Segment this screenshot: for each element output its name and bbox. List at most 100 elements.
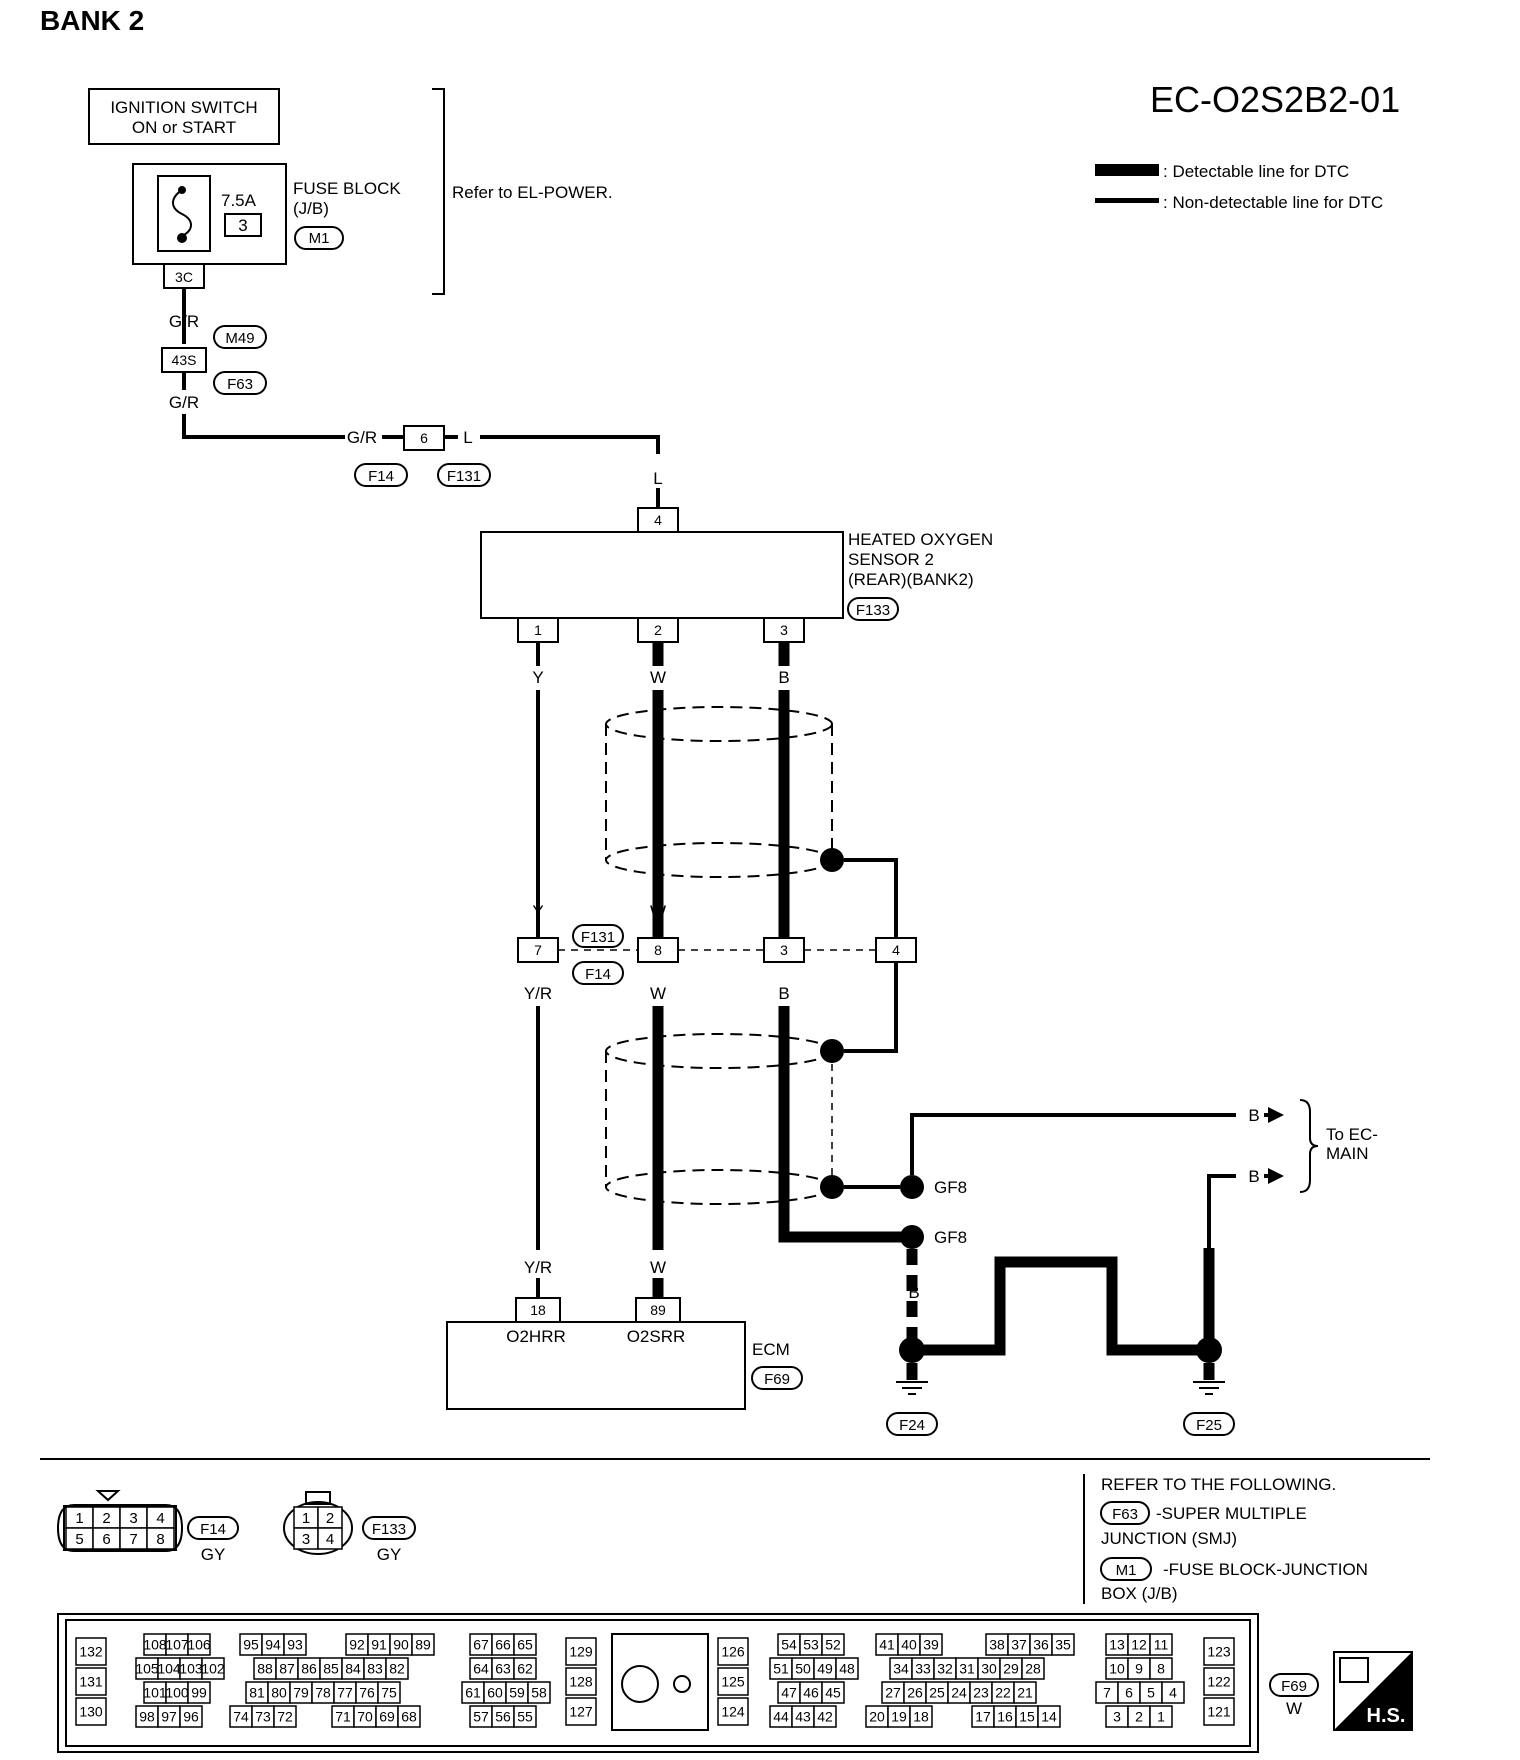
ecm-conn-pin-1-cell — [1149, 1705, 1173, 1728]
ecm-conn-pin-84: 84 — [345, 1661, 361, 1677]
ground-gf8-upper: GF8 — [934, 1178, 967, 1197]
connector-tag-f131-mid — [572, 924, 624, 948]
wire-b-to-ec-main-lower — [1207, 1174, 1236, 1248]
fuse-top-terminal — [178, 186, 186, 194]
to-ec-main-line2: MAIN — [1326, 1144, 1369, 1163]
ecm-conn-pin-40: 40 — [901, 1637, 917, 1653]
ecm-conn-pin-42: 42 — [817, 1709, 833, 1725]
f14-pin-3: 3 — [129, 1510, 137, 1527]
ecm-conn-pin-47: 47 — [781, 1685, 797, 1701]
ecm-conn-pin-28-cell — [1021, 1657, 1045, 1680]
ecm-conn-pin-39-cell — [919, 1633, 943, 1656]
ecm-conn-pin-35: 35 — [1055, 1637, 1071, 1653]
ecm-conn-pin-86: 86 — [301, 1661, 317, 1677]
ecm-conn-pin-131: 131 — [79, 1674, 103, 1690]
ecm-conn-pin-121-cell — [1203, 1697, 1235, 1726]
ecm-conn-pin-126: 126 — [721, 1644, 745, 1660]
f14-pin-4: 4 — [156, 1510, 164, 1527]
ecm-conn-pin-5: 5 — [1147, 1685, 1155, 1701]
ecm-conn-pin-97: 97 — [161, 1709, 177, 1725]
ecm-conn-pin-55-cell — [513, 1705, 537, 1728]
ecm-conn-pin-41: 41 — [879, 1637, 895, 1653]
ecm-conn-pin-32: 32 — [937, 1661, 953, 1677]
joint-f14-terminal: 6 — [420, 430, 428, 446]
ecm-pin-18-box — [515, 1297, 561, 1323]
ecm-conn-pin-94: 94 — [265, 1637, 281, 1653]
refer-m1-code: M1 — [1116, 1562, 1137, 1579]
ecm-conn-pin-68: 68 — [401, 1709, 417, 1725]
ecm-conn-pin-56: 56 — [495, 1709, 511, 1725]
fuse-block-jb: (J/B) — [293, 199, 329, 218]
ecm-conn-pin-50: 50 — [795, 1661, 811, 1677]
refer-f63-desc2: JUNCTION (SMJ) — [1101, 1529, 1237, 1548]
ecm-conn-pin-62: 62 — [517, 1661, 533, 1677]
ecm-pin-18: 18 — [530, 1302, 546, 1318]
ecm-conn-pin-21-cell — [1013, 1681, 1037, 1704]
ecm-conn-pin-20: 20 — [869, 1709, 885, 1725]
connector-tag-f63 — [213, 371, 267, 395]
connector-f133-view-color: GY — [377, 1545, 402, 1564]
connector-f133: F133 — [856, 602, 890, 619]
connector-f14-view-color: GY — [201, 1545, 226, 1564]
harness-side-label: H.S. — [1367, 1705, 1406, 1727]
refer-m1-desc2: BOX (J/B) — [1101, 1584, 1178, 1603]
ecm-conn-pin-99-cell — [187, 1681, 211, 1704]
ecm-conn-pin-127-cell — [565, 1697, 597, 1726]
ecm-conn-pin-7: 7 — [1103, 1685, 1111, 1701]
ecm-conn-pin-76: 76 — [359, 1685, 375, 1701]
ecm-conn-pin-102-cell — [201, 1657, 225, 1680]
legend-detectable-text: : Detectable line for DTC — [1163, 162, 1349, 181]
ecm-conn-pin-98: 98 — [139, 1709, 155, 1725]
ecm-conn-pin-74: 74 — [233, 1709, 249, 1725]
ecm-conn-pin-127: 127 — [569, 1704, 593, 1720]
ecm-conn-pin-23: 23 — [973, 1685, 989, 1701]
ecm-conn-pin-43: 43 — [795, 1709, 811, 1725]
to-ec-main-line1: To EC- — [1326, 1125, 1378, 1144]
ecm-conn-pin-1: 1 — [1157, 1709, 1165, 1725]
ecm-conn-pin-89: 89 — [415, 1637, 431, 1653]
ecm-connector-small-hole — [673, 1675, 691, 1693]
f14-pin-2: 2 — [102, 1510, 110, 1527]
ecm-conn-pin-52: 52 — [825, 1637, 841, 1653]
shield-upper-top — [605, 706, 833, 742]
connector-f69-ecm: F69 — [764, 1371, 790, 1388]
sensor-pin-4-box — [637, 507, 679, 533]
connector-f131-top: F131 — [447, 468, 481, 485]
ecm-conn-pin-22: 22 — [995, 1685, 1011, 1701]
ecm-conn-pin-14: 14 — [1041, 1709, 1057, 1725]
ecm-conn-pin-27: 27 — [885, 1685, 901, 1701]
refer-following-title: REFER TO THE FOLLOWING. — [1101, 1475, 1336, 1494]
refer-f63-code: F63 — [1112, 1506, 1138, 1523]
ecm-conn-pin-132-cell — [75, 1637, 107, 1666]
connector-f63: F63 — [227, 376, 253, 393]
ecm-conn-pin-4: 4 — [1169, 1685, 1177, 1701]
ecm-conn-pin-29: 29 — [1003, 1661, 1019, 1677]
ecm-conn-pin-8: 8 — [1157, 1661, 1165, 1677]
ecm-conn-pin-72: 72 — [277, 1709, 293, 1725]
mid-pin-8: 8 — [654, 942, 662, 958]
sensor-pin-3: 3 — [780, 622, 788, 638]
ecm-conn-pin-71: 71 — [335, 1709, 351, 1725]
ecm-conn-pin-48: 48 — [839, 1661, 855, 1677]
mid-pin-8-box — [637, 937, 679, 963]
ecm-conn-pin-17: 17 — [975, 1709, 991, 1725]
ecm-conn-pin-129-cell — [565, 1637, 597, 1666]
fuse-terminal: 3C — [175, 269, 193, 285]
ecm-conn-pin-80: 80 — [271, 1685, 287, 1701]
refer-m1-desc1: -FUSE BLOCK-JUNCTION — [1163, 1560, 1368, 1579]
ecm-conn-pin-132: 132 — [79, 1644, 103, 1660]
connector-view-f133 — [283, 1491, 353, 1555]
ecm-conn-pin-52-cell — [821, 1633, 845, 1656]
ecm-conn-pin-93-cell — [283, 1633, 307, 1656]
connector-tag-f133 — [847, 597, 899, 621]
ecm-conn-pin-46: 46 — [803, 1685, 819, 1701]
wire-label-b-f24: B — [908, 1283, 919, 1302]
mid-pin-3-box — [763, 937, 805, 963]
connector-tag-f25 — [1183, 1412, 1235, 1436]
sensor-pin-2: 2 — [654, 622, 662, 638]
wire-label-b-ec-main-upper: B — [1248, 1106, 1259, 1125]
ecm-conn-pin-45: 45 — [825, 1685, 841, 1701]
ecm-conn-pin-11: 11 — [1154, 1637, 1169, 1653]
ecm-conn-pin-24: 24 — [951, 1685, 967, 1701]
